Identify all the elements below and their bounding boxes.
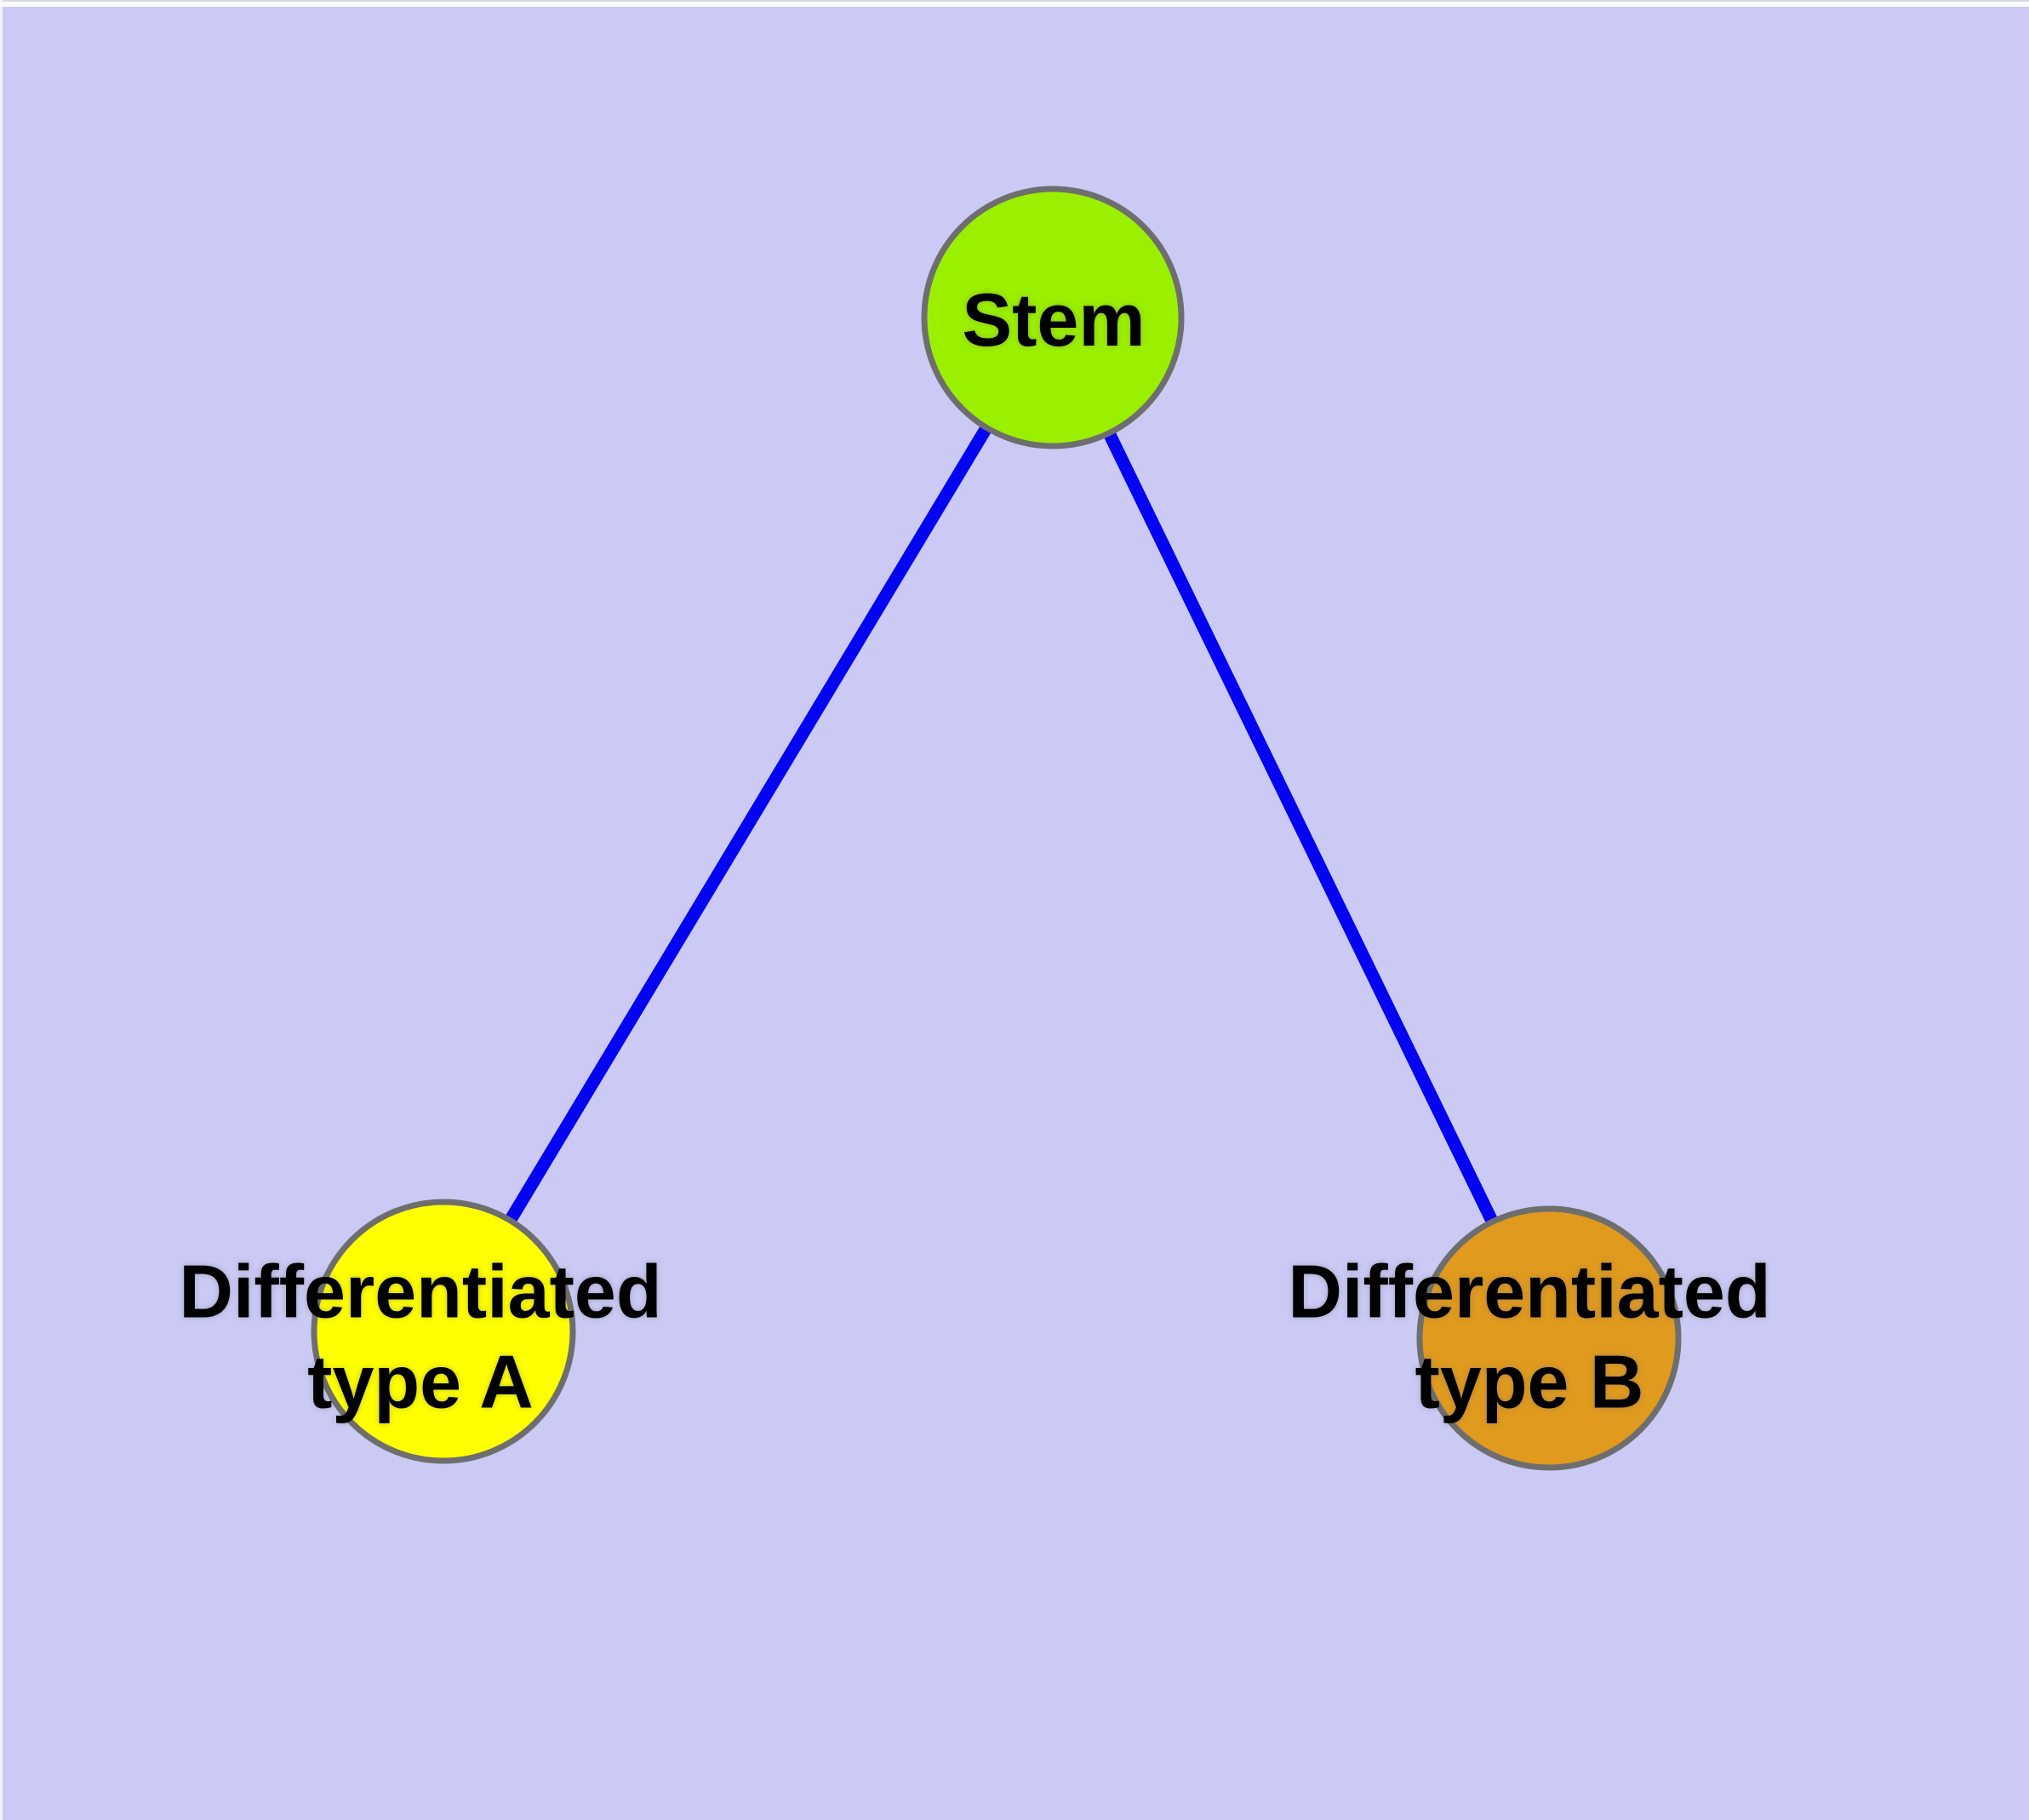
node-label-differentiated-type-a: Differentiated type A [179,1246,661,1426]
window-top-edge [0,0,2029,7]
node-label-stem: Stem [962,275,1145,365]
label-line: type A [307,1339,534,1423]
label-line: type B [1415,1339,1644,1423]
edge-stem-type-a [437,314,1059,1335]
label-line: Differentiated [1288,1249,1771,1334]
node-stem-circle [921,186,1185,449]
label-line: Stem [962,278,1146,363]
edge-stem-type-b [1047,314,1555,1342]
node-type-a-circle [311,1199,576,1464]
node-type-b-circle [1416,1205,1682,1471]
window-left-edge [0,0,3,1820]
node-label-differentiated-type-b: Differentiated type B [1288,1246,1770,1426]
label-line: Differentiated [179,1249,662,1334]
